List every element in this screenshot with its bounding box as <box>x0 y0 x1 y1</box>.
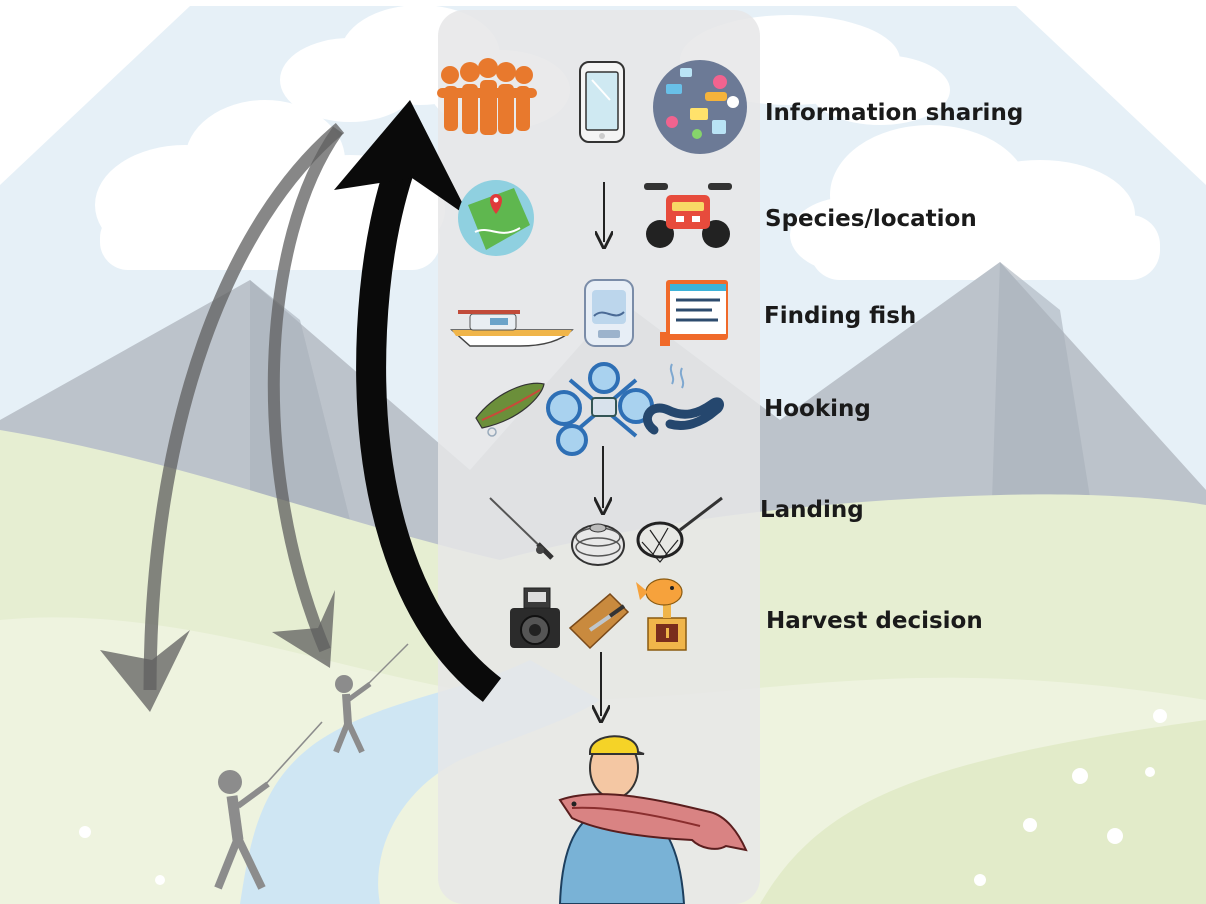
social-media-icon <box>653 60 747 154</box>
fishing-rod-icon <box>489 497 554 560</box>
stage-label-hooking: Hooking <box>764 396 871 422</box>
fishing-lure-icon <box>475 382 545 437</box>
black-feedback-arrow-icon <box>356 134 502 702</box>
soft-bait-worm-icon <box>643 363 724 435</box>
cutting-board-knife-icon <box>568 592 630 650</box>
stage-label-landing: Landing <box>760 497 864 523</box>
camera-icon <box>510 587 560 648</box>
meadow-flowers <box>79 709 1167 886</box>
motorboat-icon <box>450 310 574 347</box>
website-icon <box>660 280 728 346</box>
angler-holding-fish-icon <box>558 735 748 904</box>
smartphone-icon <box>579 61 625 143</box>
angler-silhouette-icon <box>333 643 409 754</box>
map-pin-icon <box>458 180 534 256</box>
grey-curved-arrow-icon <box>267 126 343 653</box>
grey-curved-arrow-icon <box>143 123 345 691</box>
stage-label-species-location: Species/location <box>765 206 977 232</box>
stage-label-finding-fish: Finding fish <box>764 303 917 329</box>
angler-silhouette-icon <box>214 721 323 890</box>
cloud-right <box>790 125 1160 280</box>
fishing-line-spool-icon <box>571 523 625 566</box>
group-of-people-icon <box>437 58 537 135</box>
fish-finder-sonar-icon <box>584 279 634 347</box>
stage-label-information-sharing: Information sharing <box>765 100 1024 126</box>
atv-quad-icon <box>644 183 732 248</box>
landing-net-icon <box>636 496 723 563</box>
fish-trophy-icon <box>636 578 687 651</box>
stage-label-harvest-decision: Harvest decision <box>766 608 983 634</box>
